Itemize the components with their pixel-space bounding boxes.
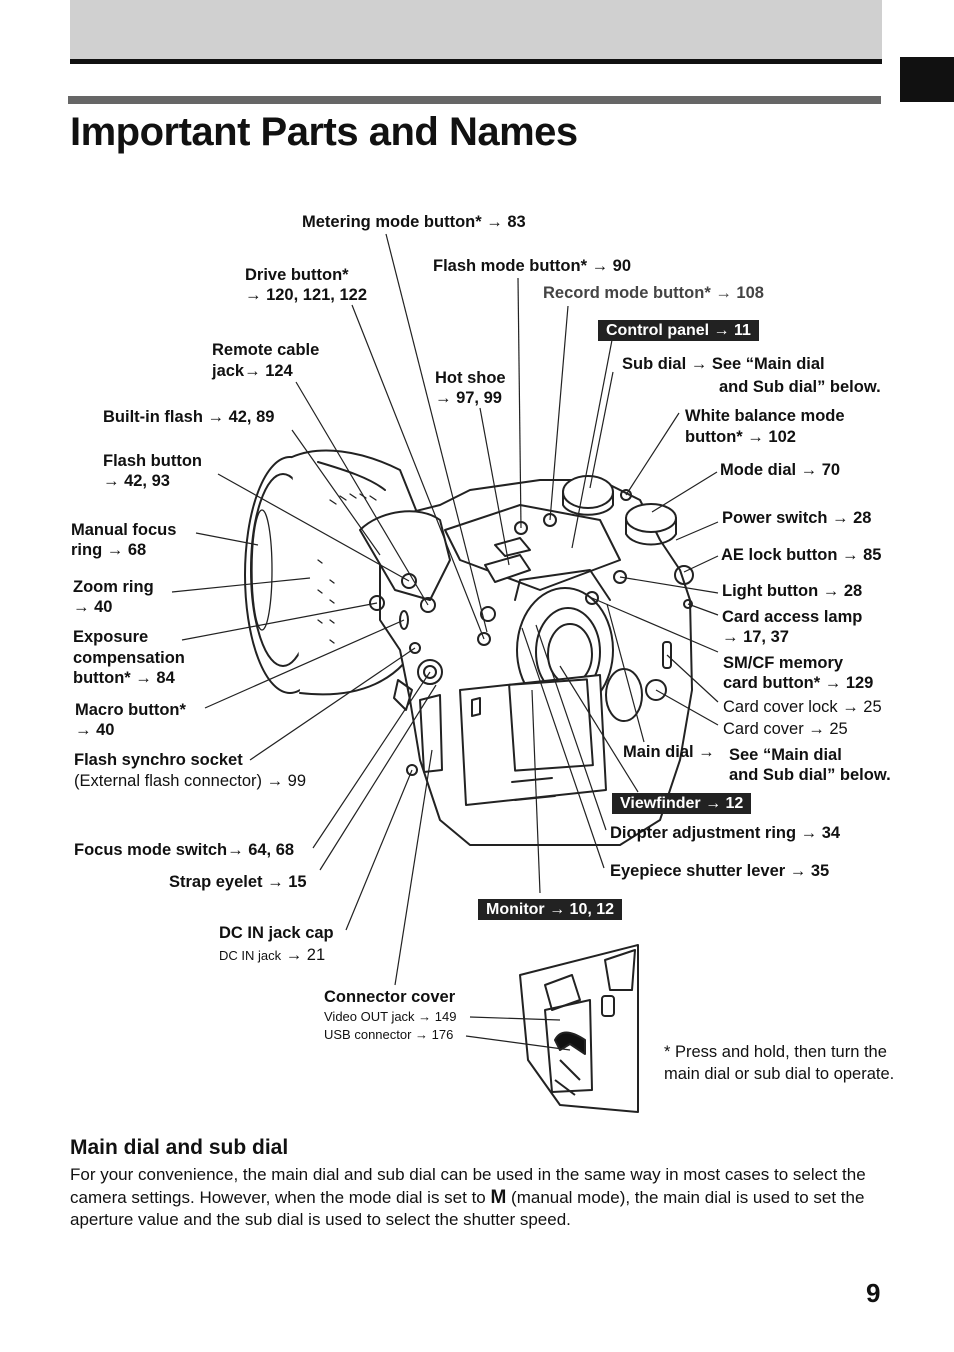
label-built-in-flash: Built-in flash → 42, 89 bbox=[103, 408, 275, 426]
label-zoom-ring-ref: → 40 bbox=[73, 598, 113, 616]
label-dc-in-jack: DC IN jack → 21 bbox=[219, 945, 325, 966]
section-body-part-2: (manual mode), the main dial is used to … bbox=[70, 1187, 865, 1230]
label-drive-button: Drive button* bbox=[245, 266, 349, 284]
label-card-access-lamp: Card access lamp bbox=[722, 608, 863, 626]
label-exposure-compensation-button: Exposure bbox=[73, 628, 149, 646]
label-zoom-ring: Zoom ring bbox=[73, 578, 154, 596]
label-flash-synchro-socket-ref: (External flash connector) → 99 bbox=[74, 772, 307, 790]
label-manual-focus-ring: Manual focus bbox=[71, 521, 177, 539]
label-exposure-compensation-button-2: compensation bbox=[73, 649, 185, 667]
label-card-access-lamp-ref: → 17, 37 bbox=[722, 628, 789, 646]
label-metering-mode-button: Metering mode button* → 83 bbox=[302, 213, 526, 231]
label-smcf-card-button-ref: card button* → 129 bbox=[723, 674, 874, 692]
footnote: * Press and hold, then turn the main dia… bbox=[664, 1043, 895, 1083]
label-card-cover: Card cover → 25 bbox=[723, 720, 848, 738]
label-main-dial: Main dial → bbox=[623, 743, 715, 761]
label-record-mode-button: Record mode button* → 108 bbox=[543, 284, 764, 302]
label-strap-eyelet: Strap eyelet → 15 bbox=[169, 873, 307, 891]
title-rule bbox=[68, 96, 881, 104]
section-body: For your convenience, the main dial and … bbox=[70, 1164, 890, 1232]
dc-in-jack-text: DC IN jack bbox=[219, 948, 282, 963]
label-power-switch: Power switch → 28 bbox=[722, 509, 872, 527]
label-monitor: Monitor → 10, 12 bbox=[478, 899, 623, 920]
label-main-dial-see: See “Main dial bbox=[729, 746, 842, 764]
label-focus-mode-switch: Focus mode switch→ 64, 68 bbox=[74, 841, 295, 859]
header-rule bbox=[70, 59, 882, 64]
label-dc-in-jack-cap: DC IN jack cap bbox=[219, 924, 334, 942]
label-remote-cable-jack: Remote cable bbox=[212, 341, 320, 359]
label-white-balance-button: White balance mode bbox=[685, 407, 845, 425]
chapter-tab bbox=[900, 57, 954, 102]
page-number: 9 bbox=[866, 1278, 881, 1308]
label-sub-dial-ref: and Sub dial” below. bbox=[719, 378, 881, 396]
label-smcf-card-button: SM/CF memory bbox=[723, 654, 844, 672]
label-diopter-ring: Diopter adjustment ring → 34 bbox=[610, 824, 841, 842]
label-flash-button-ref: → 42, 93 bbox=[103, 472, 170, 490]
label-exposure-compensation-button-ref: button* → 84 bbox=[73, 669, 175, 687]
label-control-panel: Control panel → 11 bbox=[598, 320, 759, 341]
label-macro-button: Macro button* bbox=[75, 701, 186, 719]
dc-in-jack-ref: → 21 bbox=[285, 946, 326, 964]
label-white-balance-button-ref: button* → 102 bbox=[685, 428, 796, 446]
label-usb-connector: USB connector → 176 bbox=[324, 1027, 454, 1042]
label-light-button: Light button → 28 bbox=[722, 582, 863, 600]
label-manual-focus-ring-ref: ring → 68 bbox=[71, 541, 147, 559]
label-sub-dial: Sub dial → See “Main dial bbox=[622, 355, 825, 373]
section-heading: Main dial and sub dial bbox=[70, 1136, 289, 1159]
label-card-cover-lock: Card cover lock → 25 bbox=[723, 698, 882, 716]
label-eyepiece-shutter-lever: Eyepiece shutter lever → 35 bbox=[610, 862, 830, 880]
manual-mode-glyph: M bbox=[490, 1186, 507, 1208]
header-band bbox=[70, 0, 882, 60]
label-viewfinder: Viewfinder → 12 bbox=[612, 793, 752, 814]
label-macro-button-ref: → 40 bbox=[75, 721, 115, 739]
label-flash-mode-button: Flash mode button* → 90 bbox=[433, 257, 632, 275]
section-body-part-1: For your convenience, the main dial and … bbox=[70, 1165, 866, 1207]
label-mode-dial: Mode dial → 70 bbox=[720, 461, 841, 479]
label-remote-cable-jack-ref: jack→ 124 bbox=[212, 362, 293, 380]
label-flash-synchro-socket: Flash synchro socket bbox=[74, 751, 243, 769]
label-connector-cover: Connector cover bbox=[324, 988, 456, 1006]
label-video-out-jack: Video OUT jack → 149 bbox=[324, 1009, 457, 1024]
label-ae-lock-button: AE lock button → 85 bbox=[721, 546, 882, 564]
label-hot-shoe-ref: → 97, 99 bbox=[435, 389, 502, 407]
label-flash-button: Flash button bbox=[103, 452, 202, 470]
page-title: Important Parts and Names bbox=[70, 110, 578, 154]
label-main-dial-ref: and Sub dial” below. bbox=[729, 766, 891, 784]
label-drive-button-ref: → 120, 121, 122 bbox=[245, 286, 368, 304]
label-hot-shoe: Hot shoe bbox=[435, 369, 506, 387]
